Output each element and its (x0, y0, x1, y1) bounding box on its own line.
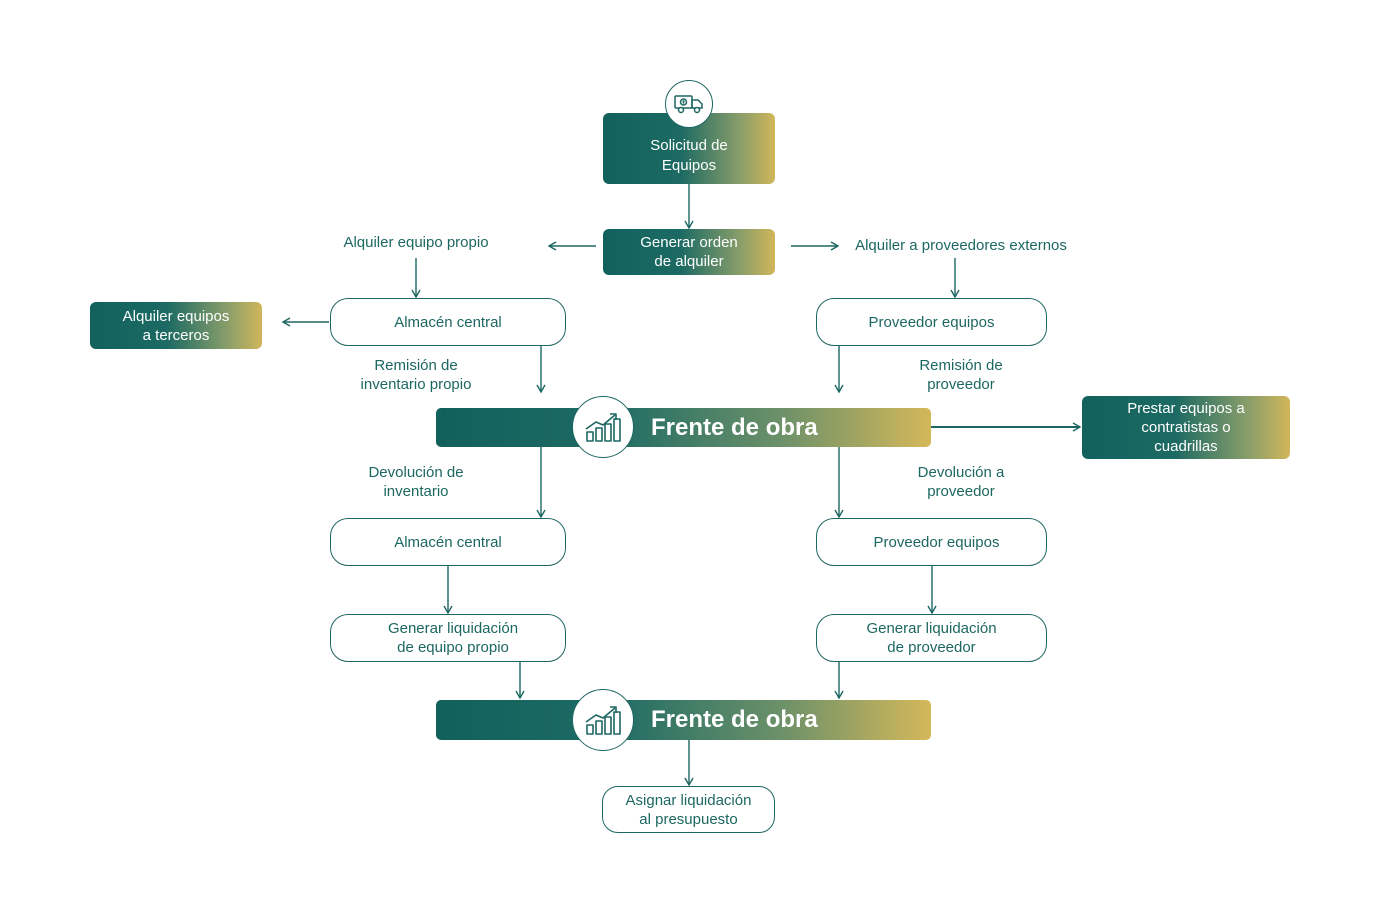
generar-orden-line-2: de alquiler (654, 253, 724, 270)
liquidacion-propio-line-1: Generar liquidación (387, 620, 519, 637)
label-remision-inventario: Remisión de inventario propio (346, 356, 486, 394)
generar-orden-line-1: Generar orden (640, 234, 738, 251)
alquiler-terceros-line-1: Alquiler equipos (122, 307, 230, 325)
prestar-line-3: cuadrillas (1154, 438, 1218, 455)
remision-inventario-line-2: inventario propio (360, 376, 472, 393)
liquidacion-proveedor-line-2: de proveedor (887, 639, 976, 656)
prestar-equipos-node: Prestar equipos a contratistas o cuadril… (1082, 396, 1290, 459)
growth-chart-icon (585, 413, 621, 442)
devolucion-proveedor-line-1: Devolución a (917, 464, 1005, 481)
almacen-central-top-node: Almacén central (330, 298, 566, 346)
proveedor-equipos-bottom-node: Proveedor equipos (816, 518, 1047, 566)
remision-proveedor-line-2: proveedor (927, 376, 995, 393)
asignar-line-1: Asignar liquidación (625, 791, 752, 809)
frente-obra-bar-2: Frente de obra (436, 700, 931, 740)
label-remision-proveedor: Remisión de proveedor (901, 356, 1021, 394)
remision-proveedor-line-1: Remisión de (919, 357, 1003, 374)
liquidacion-propio-node: Generar liquidación de equipo propio (330, 614, 566, 662)
remision-inventario-line-1: Remisión de (374, 357, 458, 374)
alquiler-terceros-node: Alquiler equipos a terceros (90, 302, 262, 349)
liquidacion-proveedor-line-1: Generar liquidación (866, 620, 997, 637)
prestar-line-2: contratistas o (1141, 419, 1231, 436)
liquidacion-proveedor-node: Generar liquidación de proveedor (816, 614, 1047, 662)
liquidacion-propio-line-2: de equipo propio (397, 639, 509, 656)
label-alquiler-propio: Alquiler equipo propio (343, 234, 489, 251)
frente-obra-bar-1: Frente de obra (436, 408, 931, 447)
chart-icon-circle-2 (572, 689, 634, 751)
frente-obra-title-1: Frente de obra (651, 413, 818, 441)
prestar-line-1: Prestar equipos a (1127, 400, 1245, 417)
solicitud-equipos-node: Solicitud de Equipos (603, 113, 775, 184)
almacen-central-bottom-node: Almacén central (330, 518, 566, 566)
alquiler-terceros-line-2: a terceros (142, 326, 210, 344)
devolucion-inventario-line-2: inventario (383, 483, 449, 500)
solicitud-line-1: Solicitud de (650, 136, 728, 154)
asignar-line-2: al presupuesto (639, 810, 738, 828)
devolucion-proveedor-line-2: proveedor (927, 483, 995, 500)
label-alquiler-externos: Alquiler a proveedores externos (855, 237, 1067, 254)
generar-orden-node: Generar orden de alquiler (603, 229, 775, 275)
solicitud-line-2: Equipos (661, 156, 717, 174)
label-devolucion-proveedor: Devolución a proveedor (901, 463, 1021, 501)
chart-icon-circle-1 (572, 396, 634, 458)
frente-obra-title-2: Frente de obra (651, 706, 818, 733)
asignar-liquidacion-node: Asignar liquidación al presupuesto (602, 786, 775, 833)
growth-chart-icon (585, 706, 621, 735)
truck-icon-circle (665, 80, 713, 128)
delivery-truck-icon (674, 95, 703, 114)
label-devolucion-inventario: Devolución de inventario (346, 463, 486, 501)
proveedor-equipos-top-node: Proveedor equipos (816, 298, 1047, 346)
devolucion-inventario-line-1: Devolución de (368, 464, 464, 481)
